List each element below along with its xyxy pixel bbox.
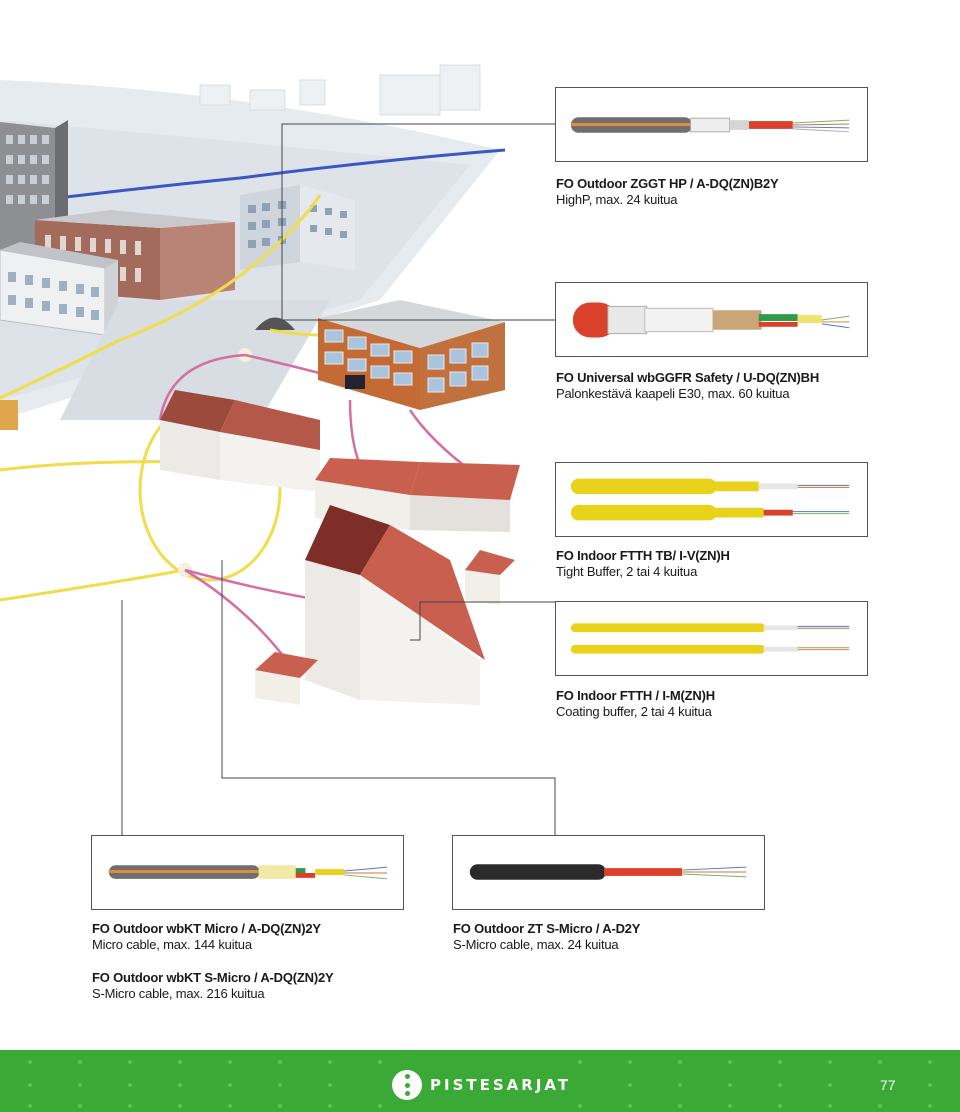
- product-title: FO Universal wbGGFR Safety / U-DQ(ZN)BH: [556, 370, 820, 385]
- product-description: HighP, max. 24 kuitua: [556, 192, 678, 207]
- product-description: S-Micro cable, max. 24 kuitua: [453, 937, 619, 952]
- footer-dot-pattern: [28, 1060, 932, 1108]
- product-caption: FO Indoor FTTH TB/ I-V(ZN)H Tight Buffer…: [556, 548, 730, 580]
- product-title: FO Outdoor wbKT Micro / A-DQ(ZN)2Y: [92, 921, 321, 936]
- product-caption: FO Universal wbGGFR Safety / U-DQ(ZN)BH …: [556, 370, 819, 402]
- cable-image-red-fire-safe: [572, 302, 850, 338]
- product-image-card: [452, 835, 765, 910]
- brand-name: PISTESARJAT: [430, 1076, 572, 1094]
- product-image-card: [555, 87, 868, 162]
- cable-image-black-smicro: [469, 864, 747, 880]
- product-caption: FO Indoor FTTH / I-M(ZN)H Coating buffer…: [556, 688, 715, 720]
- product-title: FO Outdoor ZT S-Micro / A-D2Y: [453, 921, 641, 936]
- product-description: Palonkestävä kaapeli E30, max. 60 kuitua: [556, 386, 790, 401]
- product-caption: FO Outdoor ZGGT HP / A-DQ(ZN)B2Y HighP, …: [556, 176, 779, 208]
- product-image-card: [555, 462, 868, 537]
- product-title: FO Indoor FTTH TB/ I-V(ZN)H: [556, 548, 730, 563]
- brand-logo: PISTESARJAT: [392, 1068, 571, 1102]
- page-number: 77: [880, 1077, 896, 1093]
- product-image-card: [91, 835, 404, 910]
- cable-image-grey-red: [570, 117, 850, 133]
- product-title: FO Outdoor wbKT S-Micro / A-DQ(ZN)2Y: [92, 970, 334, 985]
- cable-image-grey-micro: [108, 865, 388, 880]
- product-caption: FO Outdoor wbKT S-Micro / A-DQ(ZN)2Y S-M…: [92, 970, 334, 1002]
- product-description: Tight Buffer, 2 tai 4 kuitua: [556, 564, 698, 579]
- dots-logo-icon: [392, 1070, 422, 1100]
- cable-image-yellow-indoor: [570, 478, 850, 521]
- product-image-card: [555, 282, 868, 357]
- product-title: FO Outdoor ZGGT HP / A-DQ(ZN)B2Y: [556, 176, 779, 191]
- cable-image-yellow-coating: [570, 623, 850, 654]
- product-description: Coating buffer, 2 tai 4 kuitua: [556, 704, 712, 719]
- product-image-card: [555, 601, 868, 676]
- product-description: S-Micro cable, max. 216 kuitua: [92, 986, 265, 1001]
- product-title: FO Indoor FTTH / I-M(ZN)H: [556, 688, 715, 703]
- page-footer: [0, 1050, 960, 1112]
- product-description: Micro cable, max. 144 kuitua: [92, 937, 252, 952]
- product-caption: FO Outdoor wbKT Micro / A-DQ(ZN)2Y Micro…: [92, 921, 321, 953]
- product-caption: FO Outdoor ZT S-Micro / A-D2Y S-Micro ca…: [453, 921, 640, 953]
